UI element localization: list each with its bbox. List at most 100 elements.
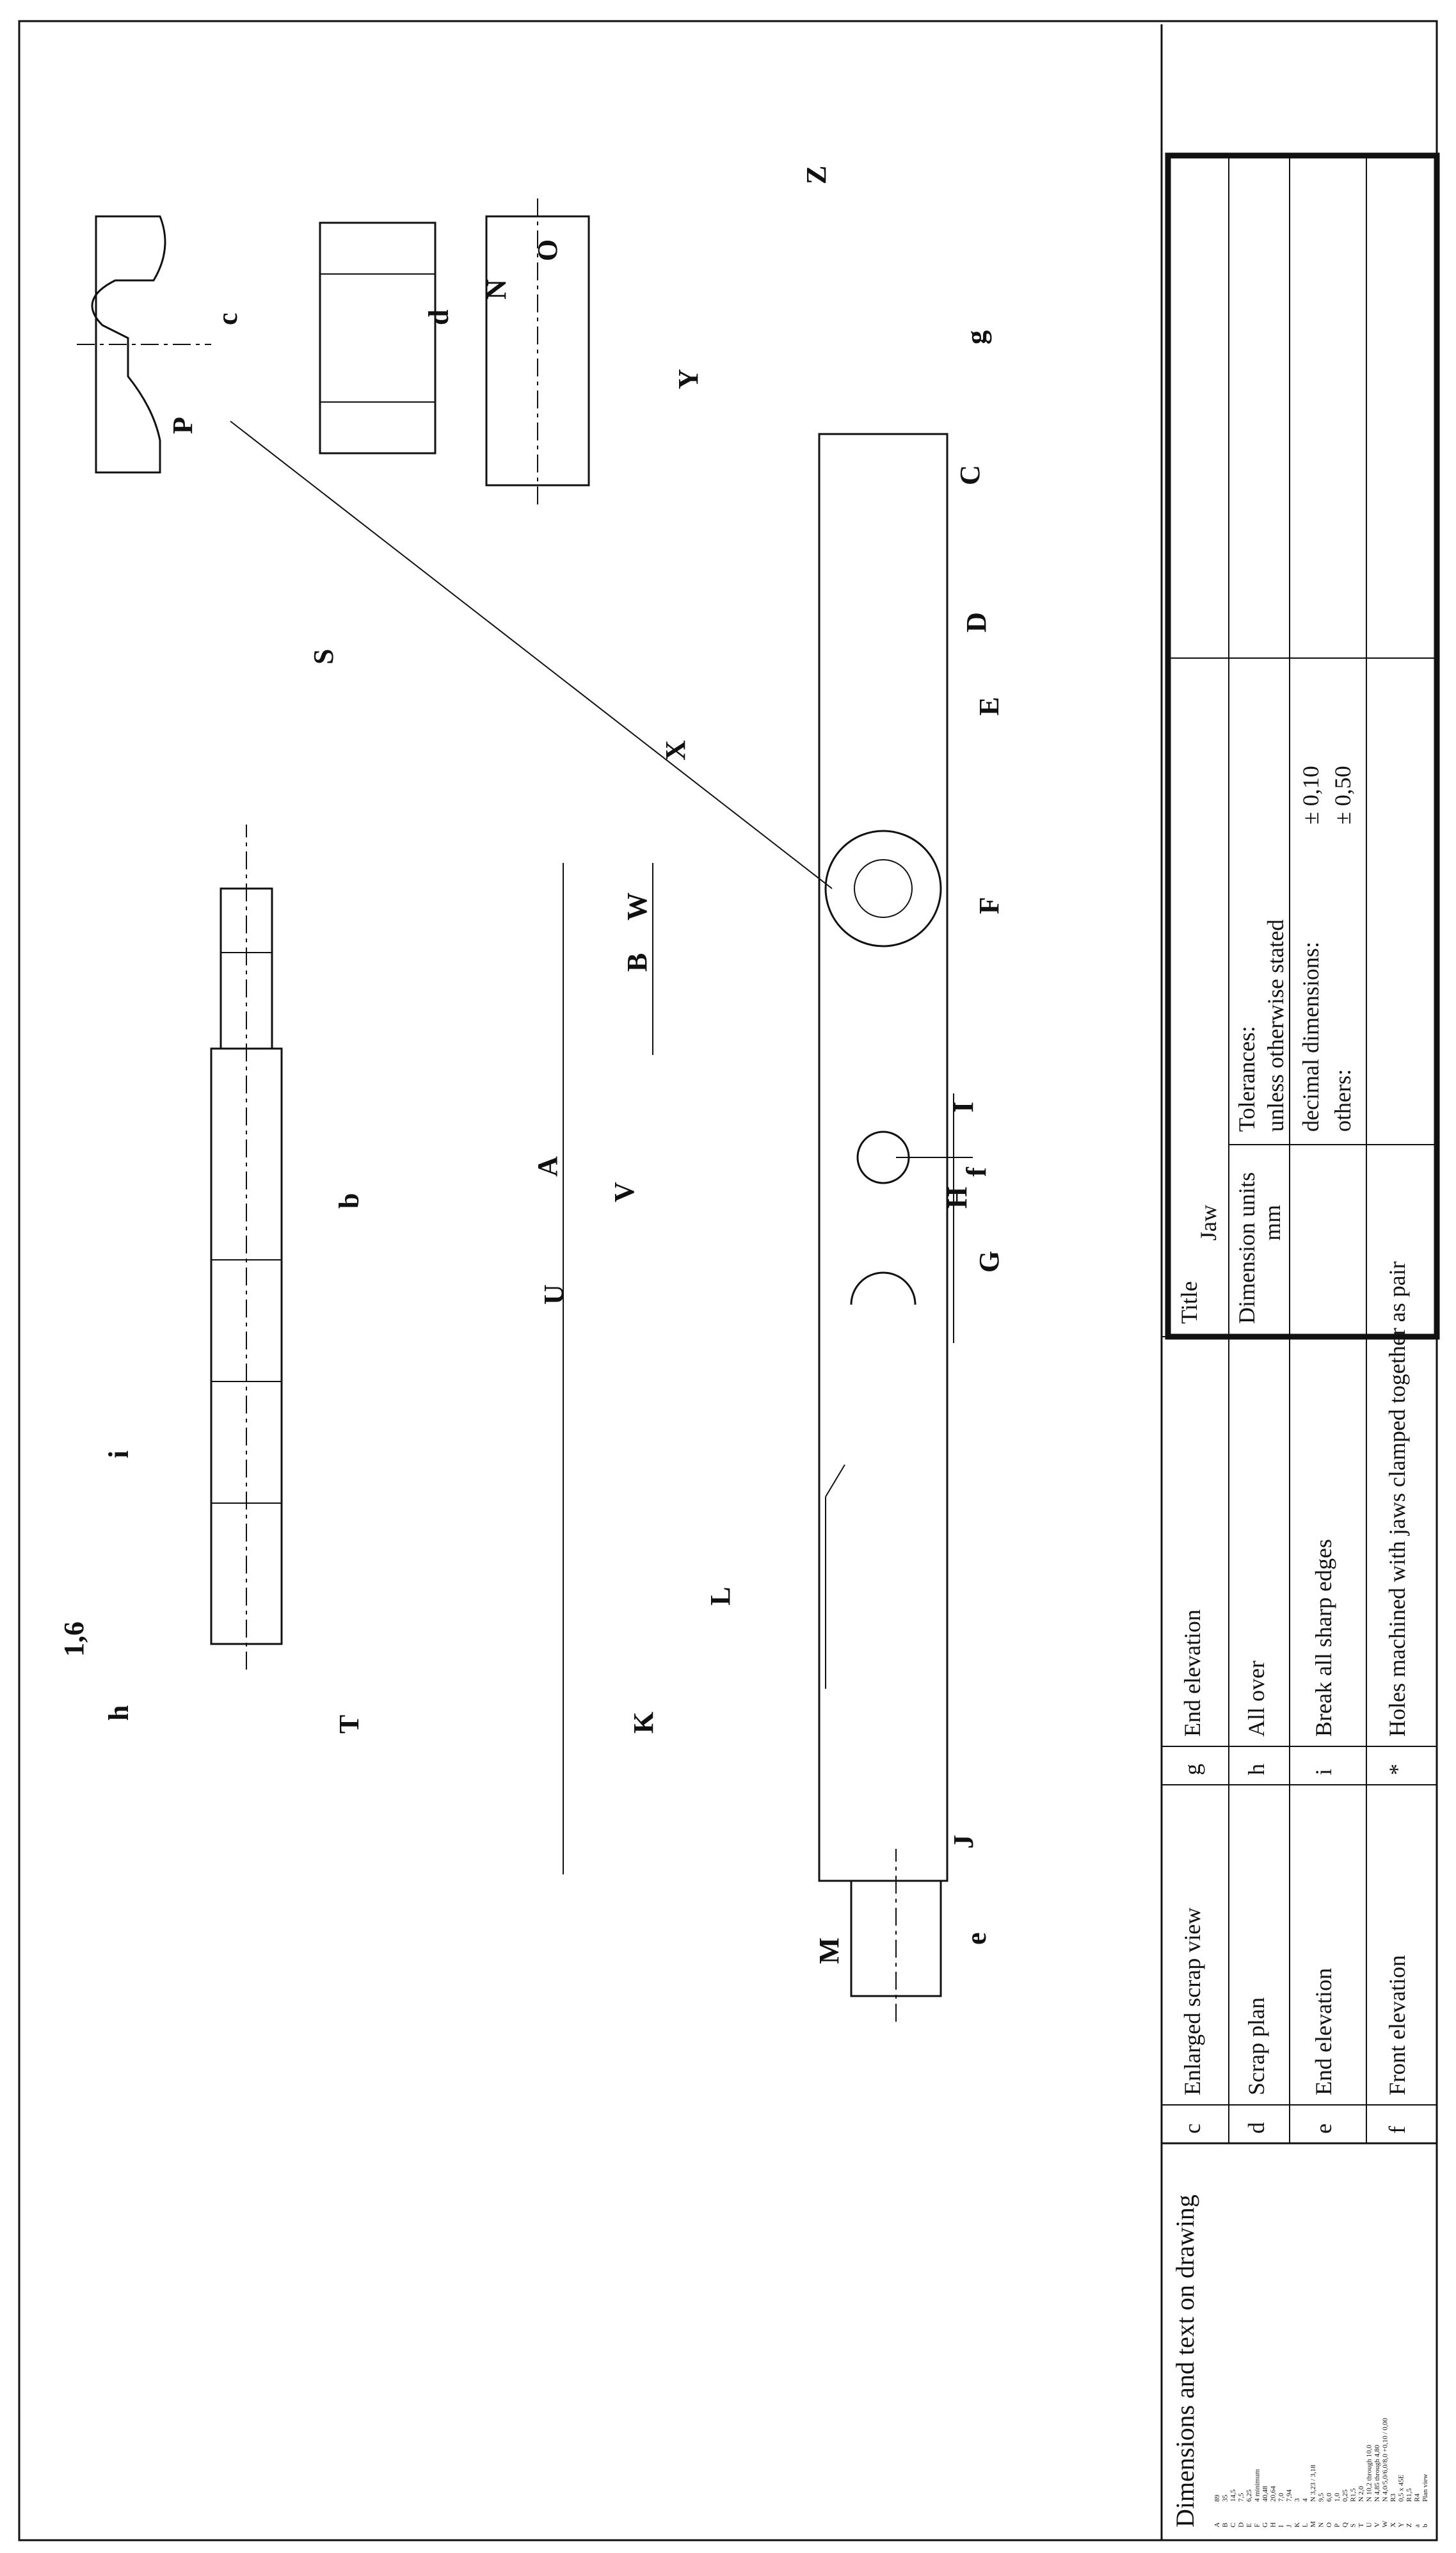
tolerance-decimal: ± 0,10: [1298, 766, 1324, 825]
tolerances-line3: others:: [1330, 1069, 1356, 1132]
dimension-row-G: G: [1261, 2522, 1269, 2527]
dimension-value-V: N 4,85 through 4,80: [1373, 2445, 1381, 2502]
dimension-value-a: R4: [1414, 2493, 1421, 2502]
outer-border: [18, 20, 1438, 2541]
dimension-row-B: B: [1222, 2523, 1229, 2527]
tolerance-others: ± 0,50: [1330, 766, 1356, 825]
dimension-lines: [563, 863, 973, 1874]
dim-label-M: M: [813, 1937, 845, 1964]
dim-label-P: P: [167, 417, 198, 434]
dimension-value-H: 20,64: [1270, 2486, 1277, 2502]
dimension-value-P: 1,0: [1334, 2493, 1341, 2502]
dim-label-J: J: [948, 1835, 979, 1849]
tolerances-line2: decimal dimensions:: [1298, 942, 1324, 1132]
dimension-value-X: R3: [1389, 2493, 1397, 2502]
dimension-row-A: A: [1213, 2522, 1221, 2527]
dimension-row-S: S: [1350, 2524, 1357, 2527]
dimensions-table-text: Dimensions and text on drawing A89B35C14…: [1171, 2195, 1429, 2527]
dimension-row-a: a: [1414, 2524, 1421, 2527]
dimensions-table: [1160, 2142, 1438, 2541]
dimension-value-L: 4: [1302, 2498, 1309, 2502]
dimension-row-X: X: [1389, 2522, 1397, 2527]
scrap-plan-d: [319, 221, 436, 455]
dim-label-N: N: [481, 279, 512, 300]
dimension-value-T: N 2,0: [1357, 2486, 1365, 2502]
view-desc-star: Holes machined with jaws clamped togethe…: [1384, 1261, 1410, 1737]
dim-label-W: W: [621, 892, 653, 921]
dim-label-H: H: [941, 1187, 973, 1209]
view-key-d: d: [1244, 2122, 1269, 2134]
dim-label-Z: Z: [801, 166, 832, 184]
end-elevation-e: [850, 1849, 942, 2022]
title-value: Jaw: [1196, 1205, 1221, 1241]
view-label-f: f: [961, 1166, 992, 1177]
dim-label-A: A: [532, 1156, 563, 1177]
view-desc-e: End elevation: [1311, 1968, 1336, 2095]
view-desc-d: Scrap plan: [1244, 1997, 1269, 2095]
dimension-value-Z: R1,5: [1405, 2488, 1413, 2502]
dimension-value-K: 3: [1293, 2498, 1301, 2502]
dim-label-E: E: [973, 697, 1005, 716]
dim-label-G: G: [973, 1251, 1005, 1273]
dim-label-X: X: [660, 740, 691, 761]
view-desc-c: Enlarged scrap view: [1180, 1908, 1205, 2095]
dimension-value-U: N 10,2 through 10,0: [1366, 2445, 1373, 2502]
view-key-star: *: [1384, 1764, 1410, 1775]
tolerances-label: Tolerances:: [1234, 1026, 1260, 1132]
view-label-b: b: [333, 1193, 365, 1209]
dimensions-header: Dimensions and text on drawing: [1171, 2195, 1199, 2527]
view-desc-i: Break all sharp edges: [1311, 1539, 1336, 1737]
dimension-value-N: 9,5: [1318, 2493, 1325, 2502]
dim-label-Y: Y: [673, 369, 704, 389]
dimension-row-N: N: [1318, 2522, 1325, 2527]
dimension-value-D: 7,5: [1238, 2493, 1245, 2502]
dimension-row-C: C: [1229, 2523, 1237, 2527]
dimension-value-S: R1,5: [1350, 2488, 1357, 2502]
view-label-d: d: [423, 310, 454, 325]
view-key-f: f: [1384, 2126, 1410, 2134]
dimension-value-F: 4 minimum: [1254, 2469, 1261, 2502]
dim-label-B: B: [621, 953, 653, 972]
dimension-value-E: 6,25: [1245, 2489, 1253, 2502]
dimension-value-W: N 4,0/5,0/6,0/8,0 +0,10 / 0,00: [1382, 2418, 1389, 2502]
view-key-i: i: [1311, 1769, 1336, 1775]
view-label-g: g: [961, 330, 992, 344]
title-label: Title: [1176, 1281, 1202, 1324]
dim-label-U: U: [538, 1284, 570, 1305]
dimension-row-O: O: [1325, 2522, 1333, 2527]
dimension-row-P: P: [1334, 2524, 1341, 2527]
note-h: h: [103, 1705, 134, 1721]
dimension-row-U: U: [1366, 2522, 1373, 2527]
dim-label-K: K: [628, 1712, 659, 1734]
dimension-value-B: 35: [1222, 2495, 1229, 2502]
view-key-c: c: [1180, 2123, 1205, 2134]
view-key-h: h: [1244, 1764, 1269, 1775]
dimension-row-L: L: [1302, 2523, 1309, 2527]
dim-label-F: F: [973, 897, 1005, 914]
tolerances-line1: unless otherwise stated: [1263, 919, 1288, 1132]
dimension-value-M: N 3,23 / 3,18: [1309, 2465, 1317, 2502]
dimension-row-H: H: [1270, 2522, 1277, 2527]
note-i: i: [103, 1451, 134, 1458]
dimension-value-J: 7,94: [1286, 2489, 1293, 2502]
dimension-row-T: T: [1357, 2523, 1365, 2527]
dimension-row-M: M: [1309, 2521, 1317, 2527]
dim-label-S: S: [308, 649, 339, 664]
dim-label-I: I: [948, 1102, 979, 1113]
enlarge-leader-line: [230, 421, 833, 889]
dimension-row-V: V: [1373, 2522, 1381, 2527]
dimension-units-label: Dimension units: [1234, 1172, 1260, 1324]
dimension-units-value: mm: [1260, 1205, 1285, 1241]
dimension-row-E: E: [1245, 2523, 1253, 2527]
dimension-row-I: I: [1277, 2525, 1285, 2527]
dimension-value-G: 40,48: [1261, 2486, 1269, 2502]
title-block-frame: [1165, 152, 1440, 1340]
end-elevation-g: [485, 197, 590, 504]
dimension-row-J: J: [1286, 2524, 1293, 2527]
dim-label-C: C: [954, 465, 986, 485]
plan-view-b: [210, 825, 283, 1670]
dimension-row-K: K: [1293, 2522, 1301, 2527]
view-desc-f: Front elevation: [1384, 1955, 1410, 2095]
